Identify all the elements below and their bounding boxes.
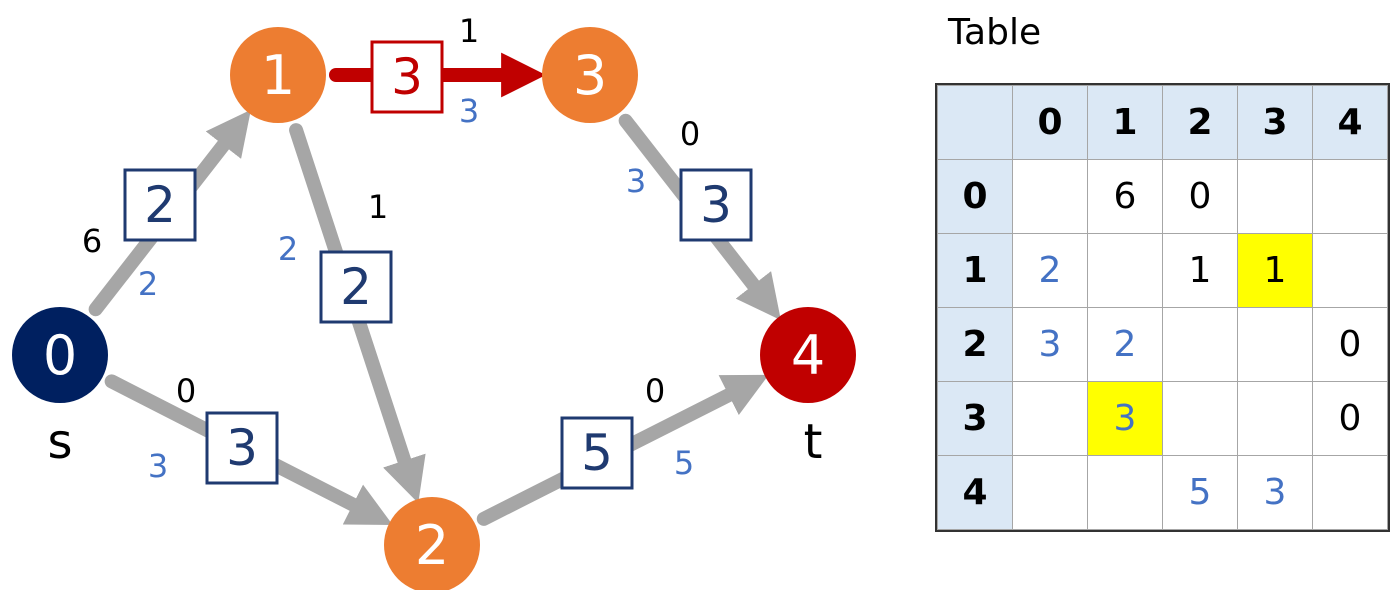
table-cell: 1: [1237, 233, 1313, 308]
backward-residual-label: 3: [626, 162, 646, 200]
table-cell: 0: [1162, 159, 1238, 234]
capacity-box: [679, 168, 753, 242]
capacity-box: [370, 40, 444, 114]
node-label: 1: [261, 44, 295, 107]
table-cell: [1012, 381, 1088, 456]
forward-residual-label: 6: [82, 222, 102, 260]
node-3: [542, 27, 638, 123]
node-4: [760, 307, 856, 403]
forward-residual-label: 0: [645, 372, 665, 410]
node-1: [230, 27, 326, 123]
edges-layer: [88, 52, 781, 526]
table-cell: 3: [1237, 455, 1313, 530]
node-label: 2: [415, 514, 449, 577]
table-cell: [1012, 455, 1088, 530]
capacity-box: [560, 416, 634, 490]
col-header: 0: [1012, 85, 1088, 160]
table-corner-cell: [937, 85, 1013, 160]
capacity-label: 3: [700, 176, 732, 234]
capacity-label: 3: [226, 419, 258, 477]
row-header: 4: [937, 455, 1013, 530]
row-header: 3: [937, 381, 1013, 456]
forward-residual-label: 1: [459, 12, 479, 50]
capacity-label: 2: [340, 258, 372, 316]
table-cell: 5: [1162, 455, 1238, 530]
capacity-label: 3: [391, 48, 423, 106]
col-header: 3: [1237, 85, 1313, 160]
capacity-label: 5: [581, 424, 613, 482]
nodes-layer: 0 s 1 2 3 4 t: [12, 27, 856, 590]
table-cell: [1087, 233, 1163, 308]
table-cell: 2: [1087, 307, 1163, 382]
node-0: [12, 307, 108, 403]
table-cell: 6: [1087, 159, 1163, 234]
backward-residual-label: 3: [148, 447, 168, 485]
row-header: 1: [937, 233, 1013, 308]
col-header: 4: [1312, 85, 1388, 160]
backward-residual-label: 5: [674, 444, 694, 482]
forward-residual-label: 0: [680, 115, 700, 153]
table-cell: [1237, 307, 1313, 382]
node-label: 0: [43, 324, 77, 387]
backward-residual-label: 2: [138, 265, 158, 303]
table-cell: [1237, 159, 1313, 234]
table-cell: [1312, 233, 1388, 308]
capacity-box: [319, 250, 393, 324]
table-cell: 2: [1012, 233, 1088, 308]
table-cell: [1237, 381, 1313, 456]
table-cell: 1: [1162, 233, 1238, 308]
forward-residual-label: 1: [368, 188, 388, 226]
forward-residual-label: 0: [176, 372, 196, 410]
row-header: 0: [937, 159, 1013, 234]
table-cell: 3: [1087, 381, 1163, 456]
table-title: Table: [948, 12, 1042, 53]
table-cell: [1162, 307, 1238, 382]
capacity-box: [123, 168, 197, 242]
table-cell: 0: [1312, 381, 1388, 456]
backward-residual-label: 3: [459, 92, 479, 130]
col-header: 2: [1162, 85, 1238, 160]
backward-residual-label: 2: [278, 230, 298, 268]
node-label: 3: [573, 44, 607, 107]
table-header-row: 0 1 2 3 4: [937, 85, 1388, 160]
table-cell: [1312, 455, 1388, 530]
capacity-box: [205, 411, 279, 485]
node-2: [384, 497, 480, 590]
node-label: 4: [791, 324, 825, 387]
node-sublabel: s: [47, 414, 72, 470]
row-header: 2: [937, 307, 1013, 382]
table-cell: 0: [1312, 307, 1388, 382]
node-sublabel: t: [804, 414, 823, 470]
table-cell: [1012, 159, 1088, 234]
table-cell: [1312, 159, 1388, 234]
table-cell: [1162, 381, 1238, 456]
col-header: 1: [1087, 85, 1163, 160]
capacity-label: 2: [144, 176, 176, 234]
table-cell: [1087, 455, 1163, 530]
table-cell: 3: [1012, 307, 1088, 382]
